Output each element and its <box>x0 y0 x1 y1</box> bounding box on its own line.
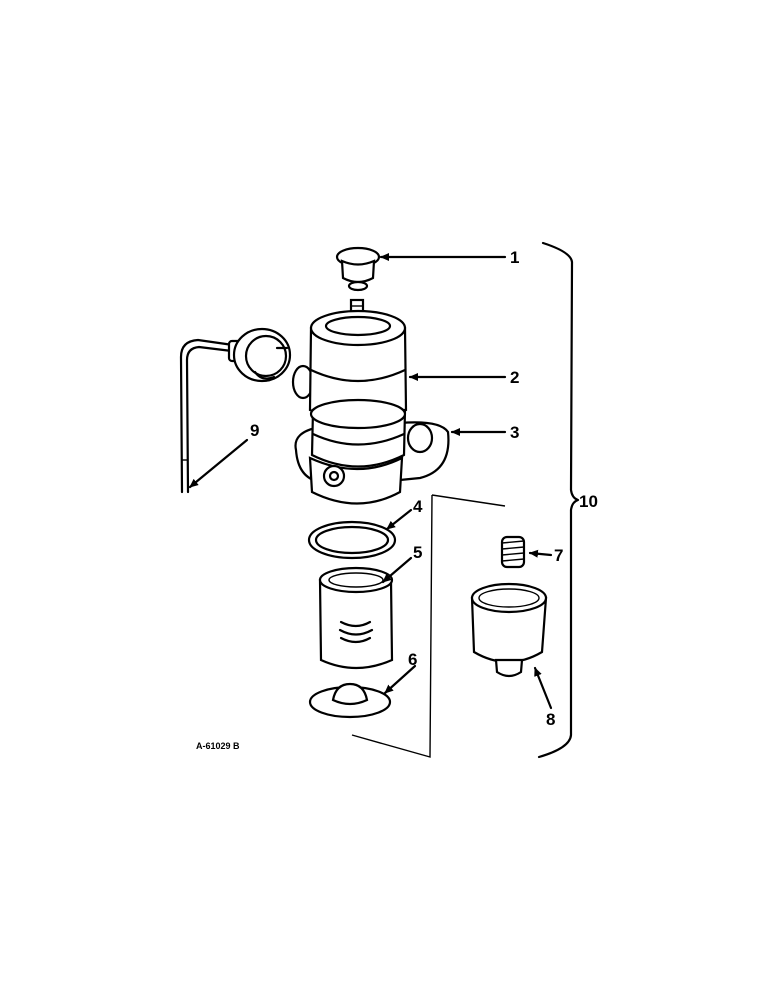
sensor-tube-part <box>179 327 292 494</box>
bowl-part <box>470 582 548 678</box>
bottom-seal-part <box>308 682 392 719</box>
callout-6: 6 <box>408 650 417 669</box>
callout-9: 9 <box>250 421 259 440</box>
callout-7: 7 <box>554 546 563 565</box>
leader-lines <box>188 253 553 710</box>
callout-8: 8 <box>546 710 555 729</box>
filter-head-part <box>291 298 450 505</box>
callout-3: 3 <box>510 423 519 442</box>
callout-5: 5 <box>413 543 422 562</box>
o-ring-part <box>307 520 397 560</box>
spring-part <box>500 535 526 569</box>
figure-code: A-61029 B <box>196 741 240 751</box>
callout-2: 2 <box>510 368 519 387</box>
cap-nut-part <box>335 246 381 292</box>
assembly-brace <box>537 241 580 759</box>
filter-element-part <box>318 566 394 670</box>
callout-1: 1 <box>510 248 519 267</box>
callout-10: 10 <box>579 492 598 511</box>
subassembly-frame <box>351 494 506 758</box>
callout-4: 4 <box>413 497 423 516</box>
